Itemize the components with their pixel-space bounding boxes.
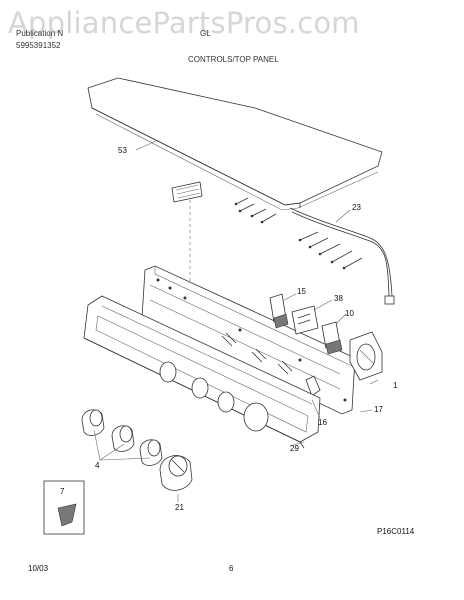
callout-10: 10 xyxy=(345,309,354,318)
switch-10-part xyxy=(321,321,343,355)
section-title: CONTROLS/TOP PANEL xyxy=(188,55,279,64)
top-panel-part xyxy=(87,77,383,211)
timer-knob-part xyxy=(159,455,193,491)
callout-4: 4 xyxy=(95,461,100,470)
publication-number: 5995391352 xyxy=(16,41,61,50)
model-code: GL xyxy=(200,29,211,38)
model-line: Publication N xyxy=(16,29,64,38)
terminal-wires xyxy=(234,197,277,224)
wire-connector-part xyxy=(171,181,203,203)
callout-16: 16 xyxy=(318,418,327,427)
knob-part xyxy=(139,439,163,466)
switch-38-part xyxy=(291,305,319,335)
callout-7: 7 xyxy=(60,487,65,496)
figure-code: P16C0114 xyxy=(377,527,415,536)
timer-part xyxy=(349,331,383,381)
callout-53: 53 xyxy=(118,146,127,155)
callout-1: 1 xyxy=(393,381,398,390)
page-number: 6 xyxy=(229,564,234,573)
switch-15-part xyxy=(269,293,289,329)
callout-21: 21 xyxy=(175,503,184,512)
callout-15: 15 xyxy=(297,287,306,296)
control-panel-part xyxy=(83,295,321,449)
knob-part xyxy=(81,409,105,436)
knob-part xyxy=(111,425,135,452)
callout-17: 17 xyxy=(374,405,383,414)
inset-box xyxy=(43,480,85,535)
callout-29: 29 xyxy=(290,444,299,453)
watermark: AppliancePartsPros.com xyxy=(8,6,360,40)
footer-date: 10/03 xyxy=(28,564,49,573)
callout-38: 38 xyxy=(334,294,343,303)
wire-harness-part xyxy=(289,207,395,305)
callout-23: 23 xyxy=(352,203,361,212)
leader-lines xyxy=(93,139,379,502)
